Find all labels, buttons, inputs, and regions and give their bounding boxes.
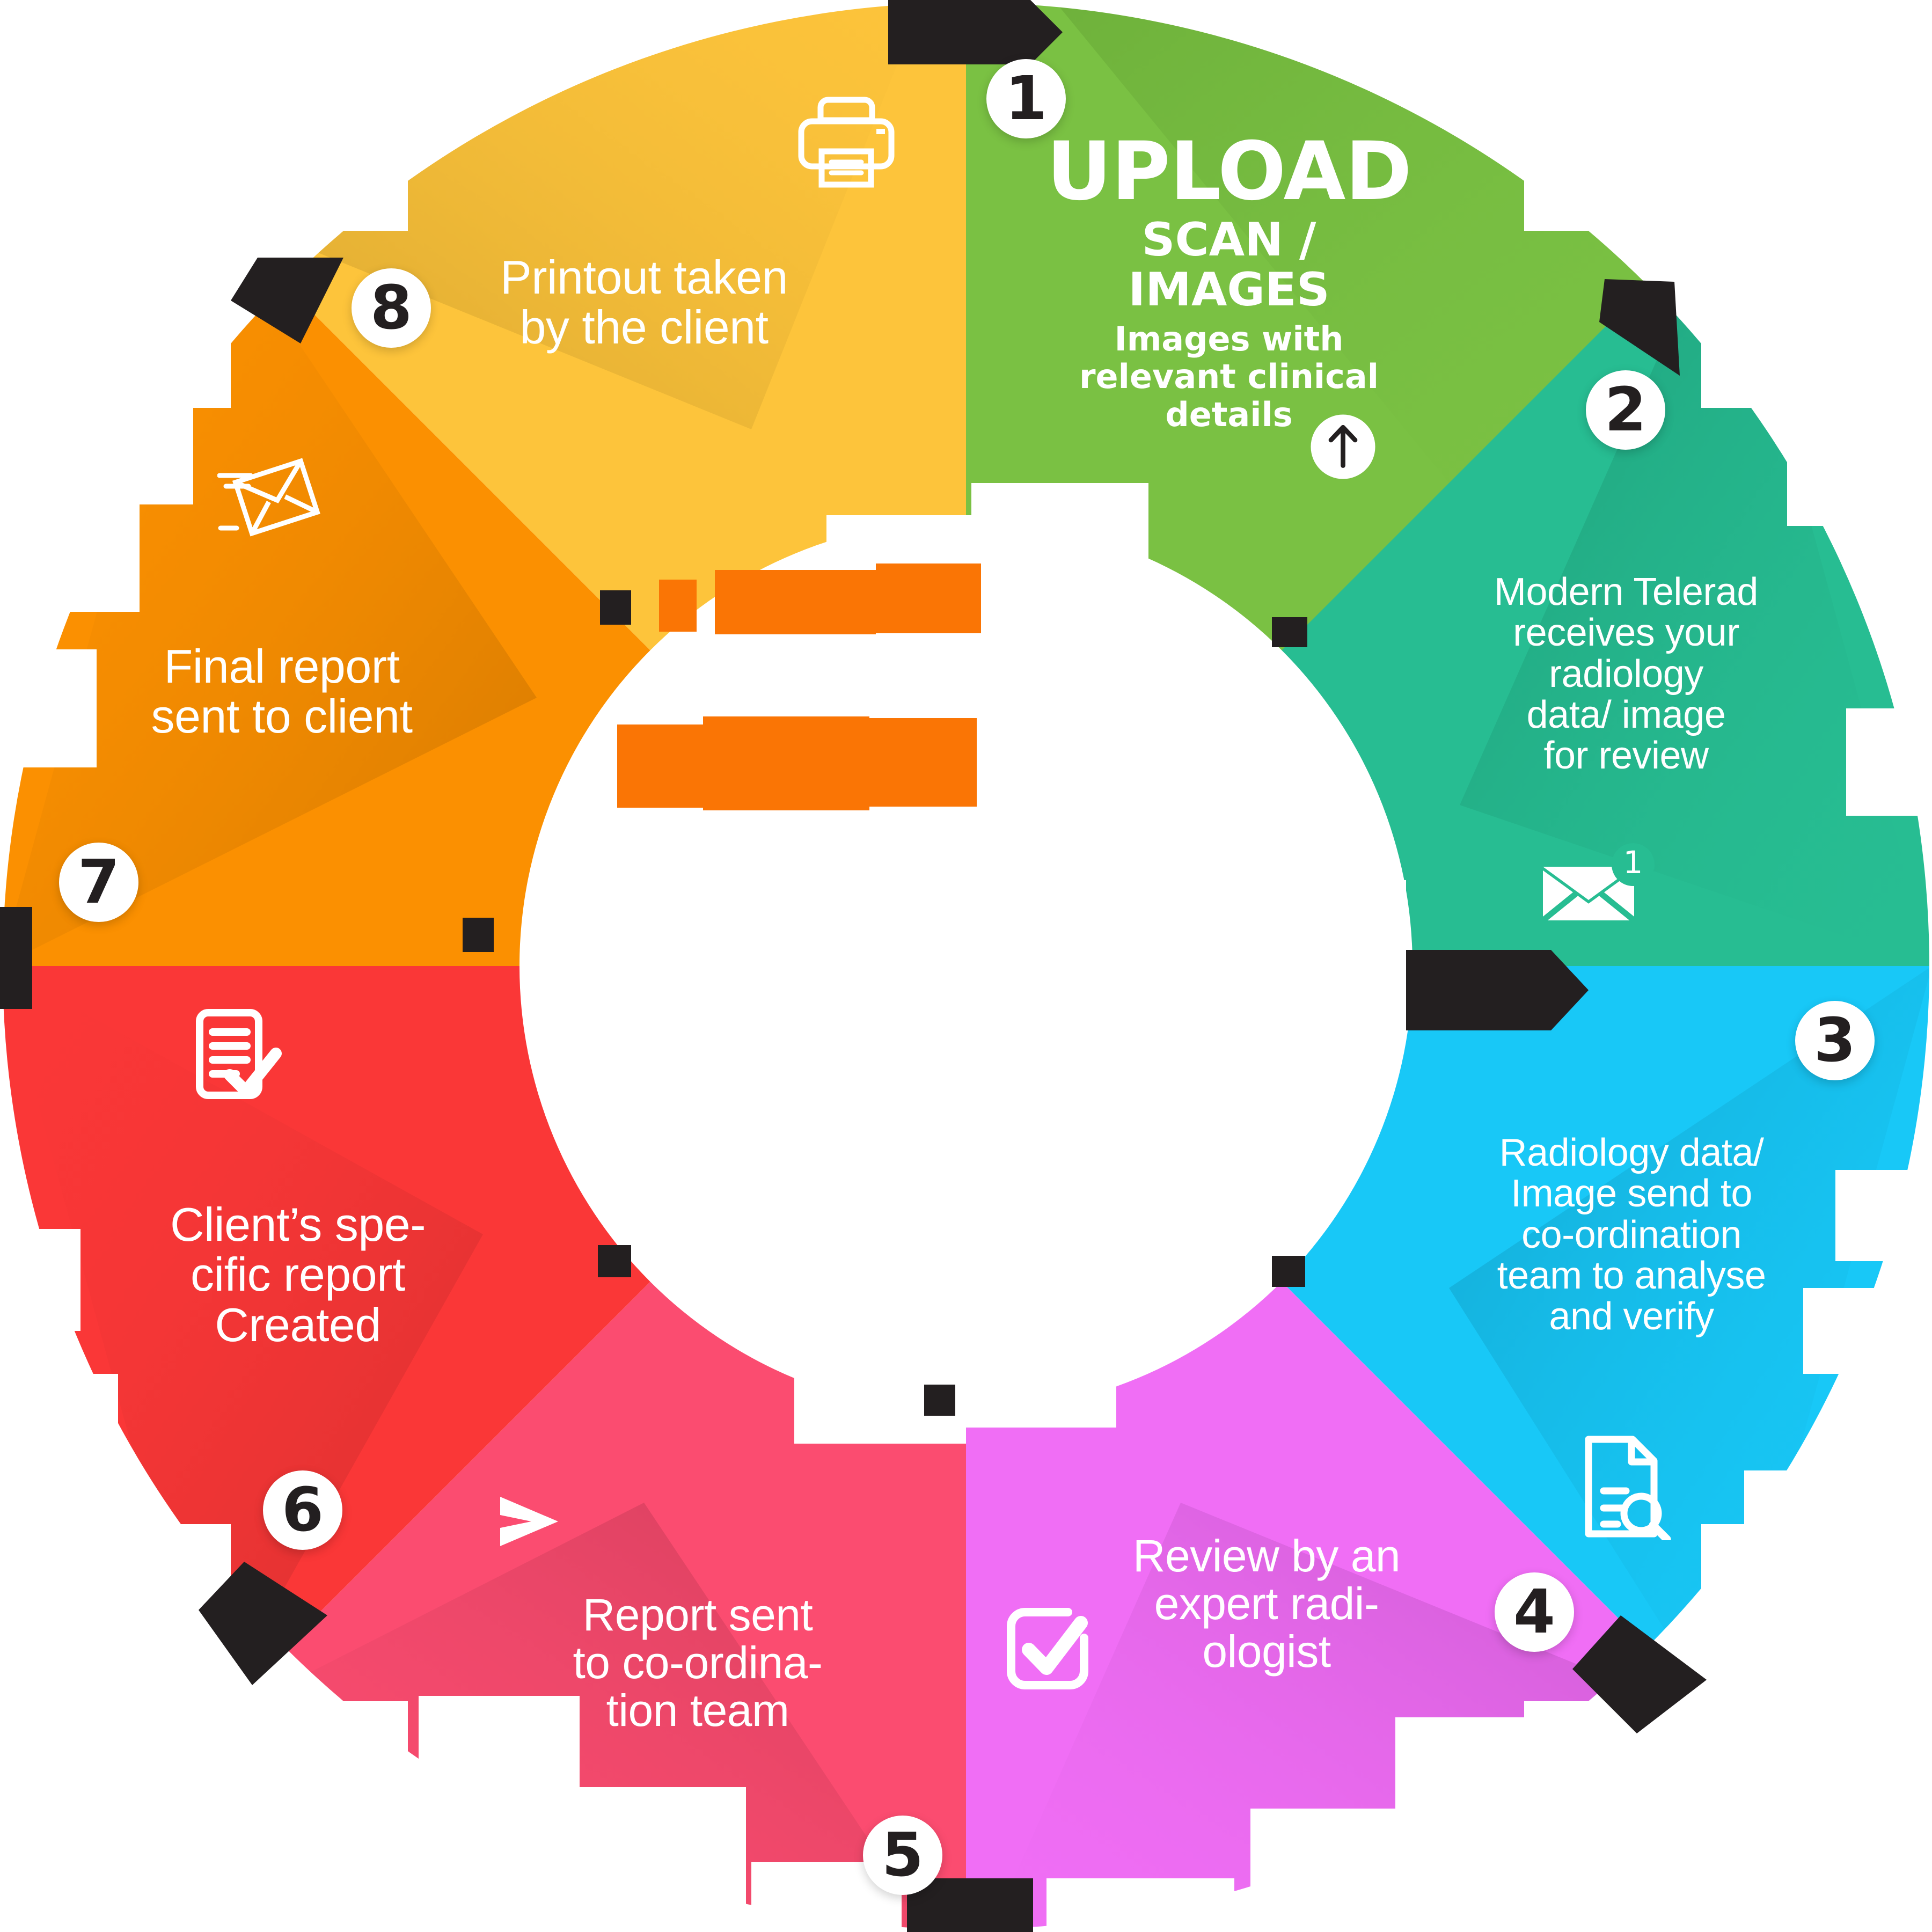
step-badge-5[interactable]: 5 (863, 1816, 942, 1895)
hero-subtitle: SCAN / IMAGES (1128, 213, 1330, 317)
hub-ticks (463, 590, 1307, 1416)
hero-upload-text: UPLOAD SCAN / IMAGES Images with relevan… (1041, 131, 1417, 434)
step-badge-2[interactable]: 2 (1586, 370, 1665, 450)
hero-caption: Images with relevant clinical details (1079, 319, 1379, 435)
step-badge-6[interactable]: 6 (263, 1470, 342, 1550)
step-badge-1[interactable]: 1 (986, 59, 1066, 138)
hero-title: UPLOAD (1046, 125, 1412, 218)
redaction-block-7 (864, 718, 977, 807)
redaction-block-6 (703, 716, 869, 810)
redaction-block-1 (659, 580, 697, 632)
step-badge-3[interactable]: 3 (1795, 1001, 1875, 1080)
step-badge-4[interactable]: 4 (1495, 1572, 1574, 1652)
center-redacted-content (537, 526, 1395, 998)
step-badge-8[interactable]: 8 (352, 268, 431, 348)
step-markers (0, 0, 1707, 1932)
redaction-block-4 (715, 577, 978, 633)
step-badge-7[interactable]: 7 (59, 843, 138, 922)
